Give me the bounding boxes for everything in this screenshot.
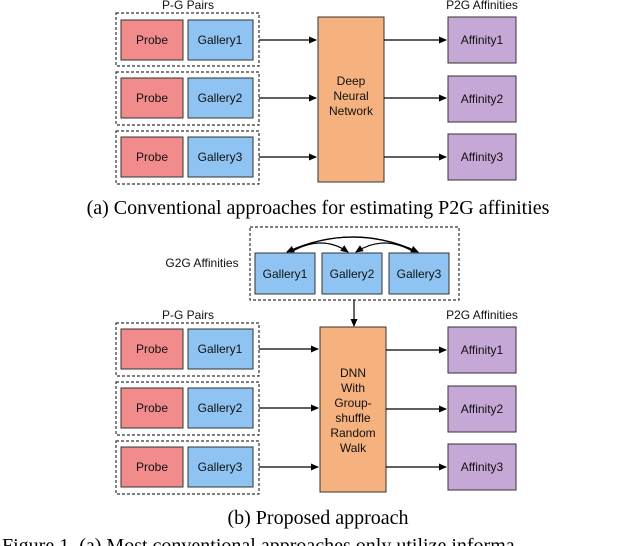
g2g-title: G2G Affinities — [165, 256, 238, 270]
g2g-gallery-box — [388, 252, 450, 295]
affinity-label: Affinity3 — [461, 150, 504, 164]
network-label-line: Random — [330, 426, 375, 440]
g2g-arrow — [355, 242, 415, 253]
probe-label: Probe — [136, 150, 168, 164]
figure-caption: Figure 1. (a) Most conventional approach… — [2, 535, 515, 546]
probe-label: Probe — [136, 342, 168, 356]
pair-group-a-3 — [115, 130, 260, 185]
network-label-line: shuffle — [335, 411, 370, 425]
affinity-box — [447, 75, 517, 123]
pairs-title-a: P-G Pairs — [162, 0, 214, 12]
affinity-label: Affinity1 — [461, 343, 504, 357]
caption-a: (a) Conventional approaches for estimati… — [87, 197, 550, 219]
deep-neural-network-box — [317, 16, 385, 183]
probe-box — [120, 328, 184, 370]
g2g-gallery-box — [321, 252, 383, 295]
gallery-label: Gallery2 — [198, 401, 243, 415]
affinity-box — [447, 385, 517, 433]
pair-group-a-2 — [115, 71, 260, 126]
pairs-title-b: P-G Pairs — [162, 308, 214, 322]
g2g-arrow — [290, 242, 349, 253]
probe-label: Probe — [136, 401, 168, 415]
gallery-label: Gallery1 — [198, 33, 243, 47]
probe-label: Probe — [136, 91, 168, 105]
affinities-title-b: P2G Affinities — [446, 308, 518, 322]
gallery-box — [187, 387, 254, 429]
g2g-gallery-box — [254, 252, 316, 295]
network-label-line: Group- — [334, 396, 371, 410]
pair-group-b-3 — [115, 440, 260, 495]
gallery-label: Gallery3 — [198, 150, 243, 164]
gallery-label: Gallery3 — [198, 460, 243, 474]
gallery-box — [187, 19, 254, 61]
network-label-line: Deep — [337, 74, 366, 88]
probe-box — [120, 446, 184, 488]
pair-group-b-2 — [115, 381, 260, 436]
g2g-gallery-label: Gallery3 — [397, 267, 442, 281]
network-label-line: With — [341, 381, 365, 395]
affinity-box — [447, 443, 517, 491]
gallery-box — [187, 446, 254, 488]
affinity-label: Affinity2 — [461, 92, 504, 106]
gallery-box — [187, 328, 254, 370]
affinity-label: Affinity3 — [461, 460, 504, 474]
gallery-box — [187, 136, 254, 178]
pair-group-b-1 — [115, 322, 260, 377]
affinity-box — [447, 16, 517, 64]
affinity-box — [447, 133, 517, 181]
affinity-label: Affinity1 — [461, 33, 504, 47]
probe-label: Probe — [136, 460, 168, 474]
probe-box — [120, 136, 184, 178]
network-label-line: DNN — [340, 366, 366, 380]
affinity-box — [447, 326, 517, 374]
gallery-box — [187, 77, 254, 119]
network-label-line: Network — [329, 104, 374, 118]
gallery-label: Gallery1 — [198, 342, 243, 356]
affinities-title-a: P2G Affinities — [446, 0, 518, 12]
probe-label: Probe — [136, 33, 168, 47]
g2g-gallery-label: Gallery1 — [263, 267, 308, 281]
g2g-gallery-label: Gallery2 — [330, 267, 375, 281]
network-label-line: Walk — [340, 441, 367, 455]
affinity-label: Affinity2 — [461, 402, 504, 416]
probe-box — [120, 387, 184, 429]
pair-group-a-1 — [115, 12, 260, 67]
caption-b: (b) Proposed approach — [227, 507, 408, 529]
gallery-label: Gallery2 — [198, 91, 243, 105]
probe-box — [120, 19, 184, 61]
dnn-random-walk-box — [319, 326, 387, 493]
network-label-line: Neural — [333, 89, 368, 103]
probe-box — [120, 77, 184, 119]
